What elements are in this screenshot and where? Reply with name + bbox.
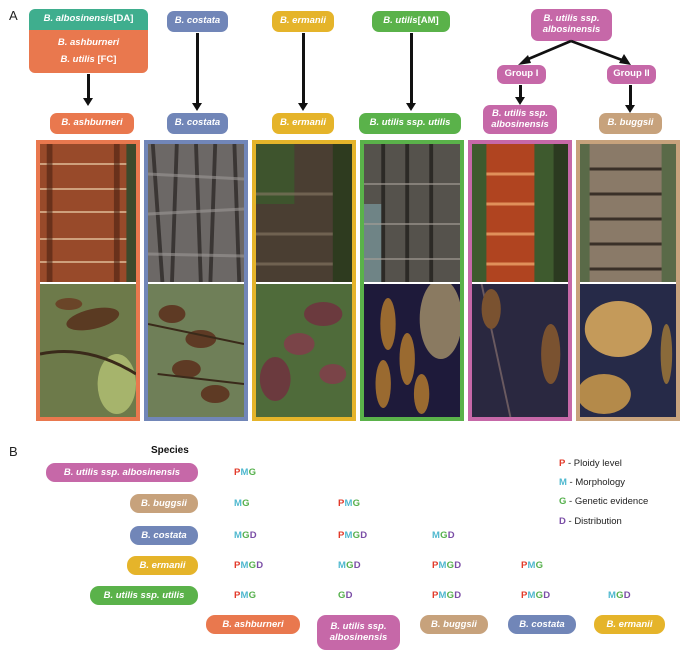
- utilis-am-name: B. utilis: [383, 15, 418, 27]
- evidence-cell: MGD: [608, 590, 631, 601]
- branch-arrows: [518, 39, 631, 65]
- evidence-cell: MGD: [338, 560, 361, 571]
- evidence-cell: PMG: [338, 498, 361, 509]
- am-suffix: [AM]: [417, 15, 439, 27]
- legend-morphology: M - Morphology: [559, 477, 626, 488]
- arrow-col3: [298, 33, 308, 111]
- ashburneri-catkin-image: [40, 284, 136, 417]
- group2-label: Group II: [607, 65, 656, 84]
- albosinensis-bark-image: [472, 144, 568, 282]
- evidence-cell: MGD: [432, 530, 455, 541]
- col-label-albosinensis-line2: albosinensis: [329, 631, 388, 643]
- row-label-ermanii: B. ermanii: [127, 556, 198, 575]
- evidence-cell: PMG: [521, 560, 544, 571]
- arrow-group1: [515, 85, 525, 105]
- evidence-cell: PMGD: [338, 530, 368, 541]
- utilis-ssp-utilis-result-label: B. utilis ssp. utilis: [359, 113, 461, 134]
- costata-bark-image: [148, 144, 244, 282]
- legend-genetic: G - Genetic evidence: [559, 496, 649, 507]
- col-label-ermanii: B. ermanii: [594, 615, 665, 634]
- albosinensis-result-label: B. utilis ssp. albosinensis: [483, 105, 557, 134]
- legend-distribution: D - Distribution: [559, 516, 622, 527]
- row-label-albosinensis: B. utilis ssp. albosinensis: [46, 463, 198, 482]
- ermanii-catkin-image: [256, 284, 352, 417]
- evidence-cell: MG: [234, 498, 250, 509]
- arrow-group2: [625, 85, 635, 113]
- fc-suffix: [FC]: [94, 53, 117, 65]
- species-header: Species: [151, 445, 189, 456]
- costata-result-label: B. costata: [167, 113, 228, 134]
- albosinensis-name: B. albosinensis: [43, 13, 114, 25]
- ashburneri-bark-image: [40, 144, 136, 282]
- ermanii-photo-column: [252, 140, 356, 421]
- ashburneri-utilis-label: B. ashburneri B. utilis [FC]: [29, 30, 148, 73]
- row-label-costata: B. costata: [130, 526, 198, 545]
- albosinensis-result-line2: albosinensis: [491, 118, 549, 130]
- col-label-ashburneri: B. ashburneri: [206, 615, 300, 634]
- da-suffix: [DA]: [113, 13, 134, 25]
- utilis-photo-column: [360, 140, 464, 421]
- ashburneri-photo-column: [36, 140, 140, 421]
- albosinensis-result-line1: B. utilis ssp.: [492, 107, 548, 119]
- ermanii-top-label: B. ermanii: [272, 11, 334, 32]
- buggsii-photo-column: [576, 140, 680, 421]
- costata-catkin-image: [148, 284, 244, 417]
- arrow-col2: [192, 33, 202, 111]
- ashburneri-result-label: B. ashburneri: [50, 113, 134, 134]
- arrow-col4: [406, 33, 416, 111]
- arrow-col1: [83, 74, 93, 106]
- panel-a-letter: A: [9, 8, 18, 23]
- evidence-cell: PMG: [234, 590, 257, 601]
- col-label-buggsii: B. buggsii: [420, 615, 488, 634]
- utilis-bark-image: [364, 144, 460, 282]
- buggsii-bark-image: [580, 144, 676, 282]
- evidence-cell: PMGD: [521, 590, 551, 601]
- utilis-am-top-label: B. utilis [AM]: [372, 11, 450, 32]
- row-label-utilis: B. utilis ssp. utilis: [90, 586, 198, 605]
- buggsii-result-label: B. buggsii: [599, 113, 662, 134]
- costata-photo-column: [144, 140, 248, 421]
- row-label-buggsii: B. buggsii: [130, 494, 198, 513]
- legend-ploidy: P - Ploidy level: [559, 458, 622, 469]
- evidence-cell: PMG: [234, 467, 257, 478]
- evidence-cell: PMGD: [432, 560, 462, 571]
- group1-label: Group I: [497, 65, 546, 84]
- ermanii-bark-image: [256, 144, 352, 282]
- evidence-cell: PMGD: [432, 590, 462, 601]
- ashburneri-name: B. ashburneri: [57, 36, 120, 48]
- albosinensis-top-line1: B. utilis ssp.: [543, 13, 600, 25]
- ermanii-result-label: B. ermanii: [272, 113, 334, 134]
- albosinensis-da-label: B. albosinensis [DA]: [29, 9, 148, 30]
- costata-top-label: B. costata: [167, 11, 228, 32]
- utilis-name: B. utilis: [60, 53, 95, 65]
- col-label-albosinensis: B. utilis ssp. albosinensis: [317, 615, 400, 650]
- buggsii-catkin-image: [580, 284, 676, 417]
- albosinensis-top-label: B. utilis ssp. albosinensis: [531, 9, 612, 41]
- col-label-costata: B. costata: [508, 615, 576, 634]
- evidence-cell: PMGD: [234, 560, 264, 571]
- albosinensis-photo-column: [468, 140, 572, 421]
- albosinensis-catkin-image: [472, 284, 568, 417]
- evidence-cell: MGD: [234, 530, 257, 541]
- evidence-cell: GD: [338, 590, 353, 601]
- col-label-albosinensis-line1: B. utilis ssp.: [330, 620, 387, 632]
- panel-b-letter: B: [9, 444, 18, 459]
- utilis-catkin-image: [364, 284, 460, 417]
- albosinensis-top-line2: albosinensis: [542, 24, 601, 35]
- hybrid-origin-box: B. albosinensis [DA] B. ashburneri B. ut…: [29, 9, 148, 73]
